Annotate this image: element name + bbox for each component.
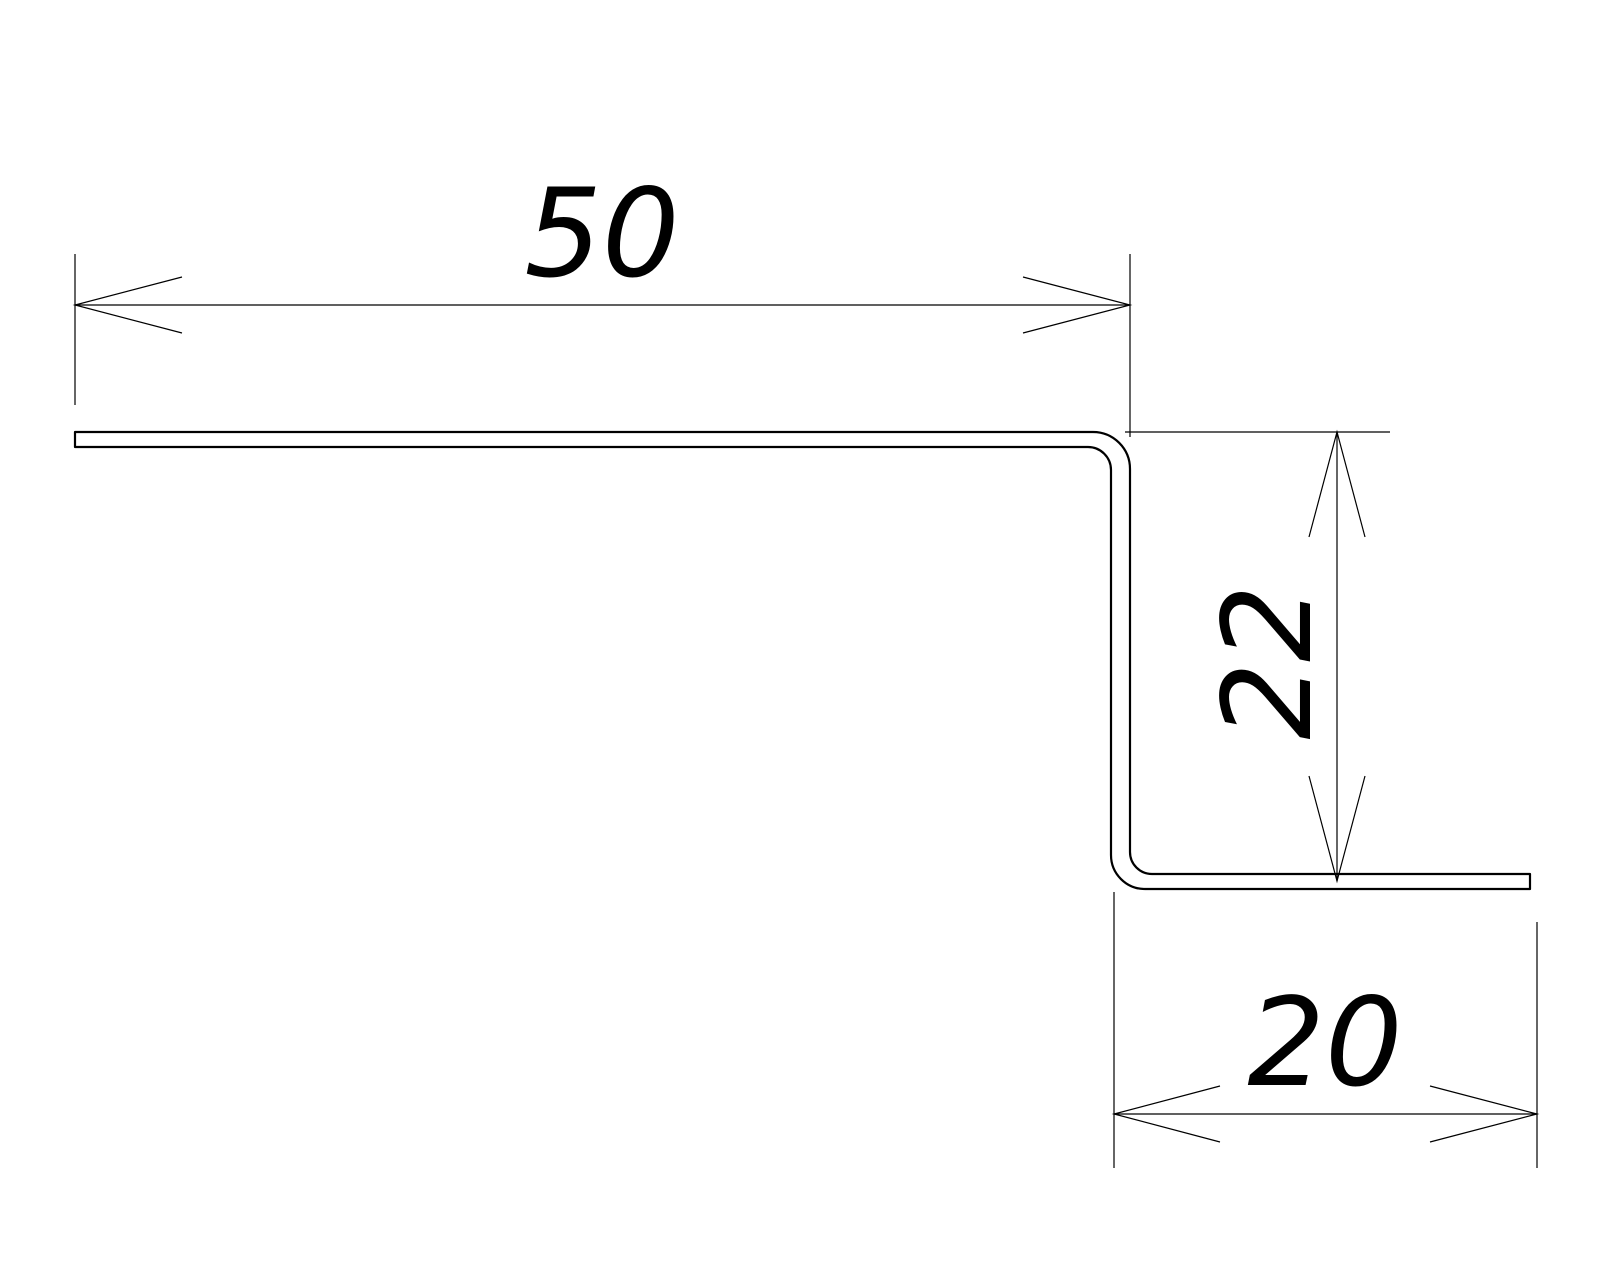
arrowhead-bottom-right <box>1429 1085 1540 1143</box>
dimension-bottom-width: 20 <box>1111 892 1540 1168</box>
dimension-label-top: 50 <box>524 163 679 305</box>
arrowhead-vertical-bottom <box>1308 775 1366 884</box>
dimension-top-width: 50 <box>72 163 1133 437</box>
arrowhead-bottom-left <box>1111 1085 1221 1143</box>
dimension-label-height: 22 <box>1197 584 1339 739</box>
arrowhead-top-left <box>72 276 183 334</box>
dimension-label-bottom: 20 <box>1247 972 1402 1114</box>
dimension-height: 22 <box>1125 429 1390 884</box>
profile-outline <box>73 430 1532 891</box>
arrowhead-vertical-top <box>1308 429 1366 538</box>
arrowhead-top-right <box>1022 276 1133 334</box>
